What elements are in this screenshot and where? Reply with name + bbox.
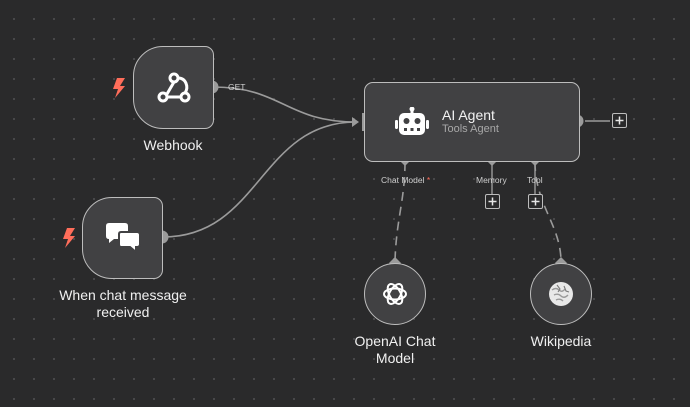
- openai-chat-model-node[interactable]: [364, 263, 426, 325]
- robot-icon: [395, 107, 429, 135]
- ai-agent-title: AI Agent: [442, 107, 495, 123]
- add-memory-button[interactable]: [485, 194, 500, 209]
- openai-node-label: OpenAI Chat Model: [335, 333, 455, 367]
- tool-input-label: Tool: [527, 175, 543, 185]
- openai-icon: [383, 283, 407, 305]
- plus-icon: [488, 197, 497, 206]
- chat-trigger-node-label: When chat message received: [43, 287, 203, 321]
- memory-input-label: Memory: [476, 175, 507, 185]
- edge-label-get: GET: [228, 82, 246, 92]
- connection-webhook-to-agent[interactable]: [212, 86, 357, 123]
- wikipedia-icon: [549, 282, 573, 306]
- webhook-node-label: Webhook: [143, 137, 203, 153]
- plus-icon: [531, 197, 540, 206]
- trigger-bolt-icon: [113, 78, 125, 98]
- chat-model-input-label: Chat Model *: [381, 175, 430, 185]
- connection-tool-to-wikipedia[interactable]: [534, 161, 562, 263]
- plus-icon: [615, 116, 624, 125]
- required-marker: *: [426, 175, 431, 185]
- ai-agent-subtitle: Tools Agent: [442, 123, 499, 135]
- chat-trigger-label-line2: received: [96, 304, 150, 320]
- trigger-bolt-icon: [63, 228, 75, 248]
- chat-icon: [105, 223, 141, 254]
- connection-chatmodel-to-openai[interactable]: [394, 161, 406, 263]
- webhook-node[interactable]: [133, 46, 214, 129]
- webhook-icon: [157, 72, 190, 102]
- chat-trigger-node[interactable]: [82, 197, 163, 279]
- connection-chat-to-agent[interactable]: [162, 121, 357, 238]
- wikipedia-node[interactable]: [530, 263, 592, 325]
- chat-model-label-text: Chat Model: [381, 175, 425, 185]
- openai-label-line2: Model: [375, 350, 415, 366]
- openai-label-line1: OpenAI Chat: [354, 333, 436, 349]
- add-tool-button[interactable]: [528, 194, 543, 209]
- chat-trigger-label-line1: When chat message: [59, 287, 187, 303]
- agent-main-input-arrow: [352, 117, 359, 127]
- wikipedia-node-label: Wikipedia: [530, 333, 592, 349]
- add-node-after-agent-button[interactable]: [612, 113, 627, 128]
